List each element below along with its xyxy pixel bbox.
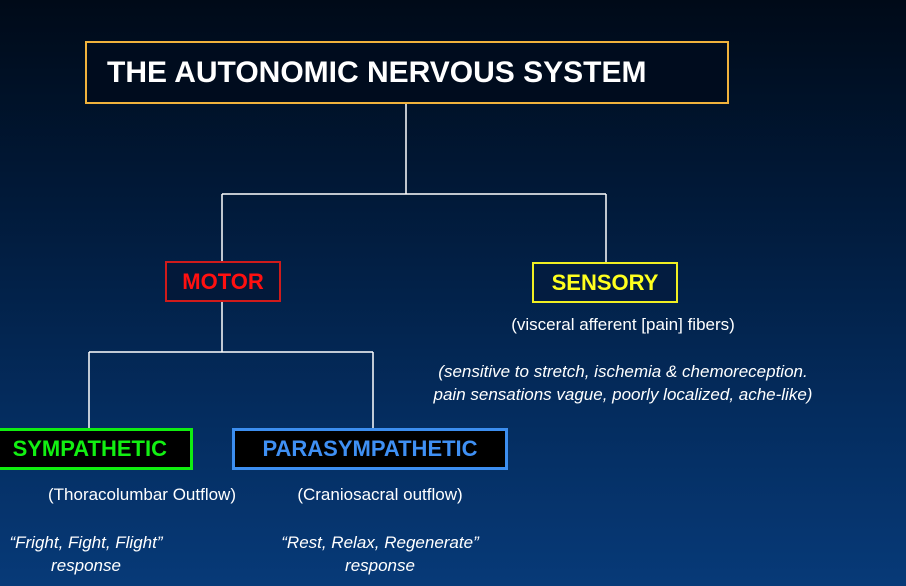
sympathetic-outflow: (Thoracolumbar Outflow) (47, 485, 236, 504)
parasympathetic-response: “Rest, Relax, Regenerate” response (230, 531, 530, 577)
sympathetic-response-line-2: response (51, 556, 121, 575)
diagram-title: THE AUTONOMIC NERVOUS SYSTEM (107, 55, 647, 89)
sympathetic-label: SYMPATHETIC (12, 436, 167, 461)
parasympathetic-response-line-1: “Rest, Relax, Regenerate” (281, 533, 479, 552)
sensory-note-line-1: (sensitive to stretch, ischemia & chemor… (438, 362, 808, 381)
sensory-label: SENSORY (551, 269, 659, 295)
title-box: THE AUTONOMIC NERVOUS SYSTEM (85, 41, 729, 104)
motor-label: MOTOR (182, 268, 264, 294)
sympathetic-response: “Fright, Fight, Flight” response (0, 531, 186, 577)
parasympathetic-outflow: (Craniosacral outflow) (297, 485, 463, 504)
sympathetic-node: SYMPATHETIC (0, 428, 193, 470)
sympathetic-response-line-1: “Fright, Fight, Flight” (9, 533, 163, 552)
sensory-note-line-2: pain sensations vague, poorly localized,… (433, 385, 813, 404)
sensory-subtitle: (visceral afferent [pain] fibers) (511, 315, 735, 334)
parasympathetic-node: PARASYMPATHETIC (232, 428, 508, 470)
sensory-node: SENSORY (532, 262, 678, 303)
parasympathetic-response-line-2: response (345, 556, 415, 575)
sensory-note: (sensitive to stretch, ischemia & chemor… (370, 360, 876, 406)
motor-node: MOTOR (165, 261, 281, 302)
parasympathetic-label: PARASYMPATHETIC (262, 436, 478, 461)
